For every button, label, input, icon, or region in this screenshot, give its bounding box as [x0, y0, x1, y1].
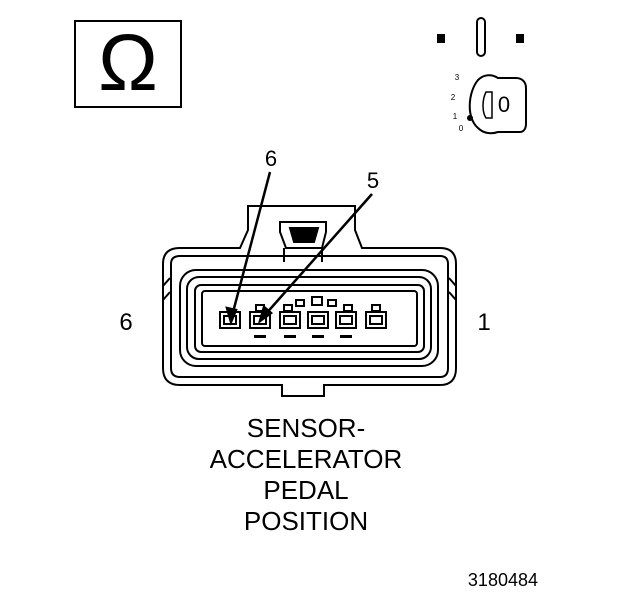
- cavity-underline-marks: [254, 335, 352, 338]
- key-scale-0: 0: [459, 124, 464, 133]
- connector-body: [162, 205, 457, 397]
- key-scale-3: 3: [455, 73, 460, 82]
- caption-line-4: POSITION: [244, 506, 368, 536]
- connector-cavity-face: [201, 290, 418, 347]
- key-slot: [476, 17, 486, 57]
- cavity-3-terminal: [311, 315, 325, 325]
- connector-cavities: [219, 296, 387, 329]
- underline-2: [340, 335, 352, 338]
- right-end-cavity-label: 1: [477, 309, 490, 336]
- callout-leaders: [225, 171, 373, 326]
- callout-leader-5: [263, 193, 373, 317]
- right-rib-2: [448, 291, 457, 301]
- cavity-4-terminal: [283, 315, 297, 325]
- figure-number: 3180484: [468, 570, 538, 590]
- underline-5: [254, 335, 266, 338]
- lock-tab-latch: [288, 227, 320, 243]
- caption-line-2: ACCELERATOR: [210, 444, 403, 474]
- key-slot-mark-right: [516, 34, 524, 43]
- cavity-latch-center-left: [295, 299, 305, 307]
- ohm-symbol: Ω: [98, 18, 158, 107]
- left-rib-2: [162, 291, 171, 301]
- cavity-1-terminal: [369, 315, 383, 325]
- callout-pin-5: 5: [367, 168, 379, 193]
- cavity-latch-center: [311, 296, 323, 306]
- left-end-cavity-label: 6: [119, 309, 132, 336]
- cavity-latch-2: [343, 304, 353, 312]
- key-position-label: 0: [498, 92, 510, 117]
- underline-3: [312, 335, 324, 338]
- caption-line-1: SENSOR-: [247, 413, 365, 443]
- connector-housing-frame-3: [194, 284, 425, 353]
- callout-arrow-6: [225, 306, 238, 326]
- right-rib-1: [448, 277, 457, 287]
- key-slot-mark-left: [437, 34, 445, 43]
- component-caption: SENSOR- ACCELERATOR PEDAL POSITION: [210, 413, 403, 536]
- key-head: [468, 74, 527, 135]
- caption-line-3: PEDAL: [263, 475, 348, 505]
- connector-housing-frame-1: [179, 269, 439, 367]
- underline-4: [284, 335, 296, 338]
- ohmmeter-icon: Ω: [74, 18, 182, 108]
- key-scale-1: 1: [453, 112, 458, 121]
- connector-housing-frame-2: [186, 276, 432, 360]
- connector-inner-shell: [170, 255, 449, 378]
- cavity-latch-4: [283, 304, 293, 312]
- key-scale-2: 2: [451, 93, 456, 102]
- callout-pin-6: 6: [265, 146, 277, 171]
- key-position-dot: [467, 115, 473, 121]
- cavity-latch-1: [371, 304, 381, 312]
- connector-lock-tab: [279, 221, 327, 262]
- cavity-latch-center-right: [327, 299, 337, 307]
- ohm-frame: [74, 20, 182, 108]
- ignition-switch-icon: 3 2 1 0 0: [437, 17, 527, 135]
- callout-leader-6: [230, 171, 272, 317]
- key-grip: [482, 91, 493, 119]
- cavity-2-terminal: [339, 315, 353, 325]
- left-rib-1: [162, 277, 171, 287]
- connector-outer-shell: [162, 205, 457, 397]
- callout-arrow-5: [257, 304, 274, 325]
